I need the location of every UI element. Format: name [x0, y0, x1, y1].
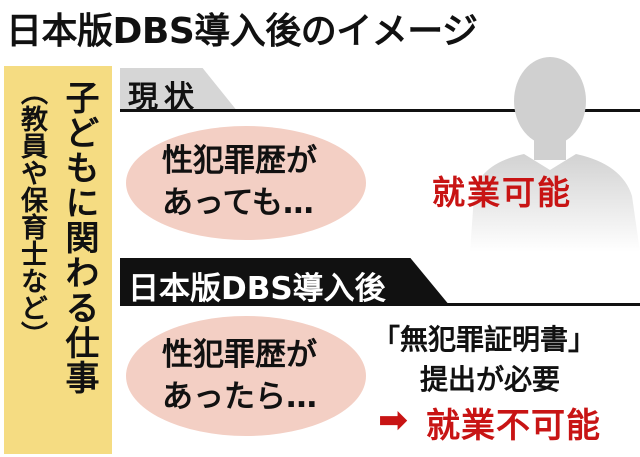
person-silhouette-icon	[470, 57, 640, 252]
ellipse-after-line2: あったら…	[162, 379, 317, 415]
ellipse-current-line2: あっても…	[162, 185, 314, 221]
tab-after: 日本版DBS導入後	[120, 258, 450, 306]
tab-current-label: 現状	[128, 80, 200, 115]
condition-ellipse-after	[126, 316, 366, 436]
requirement-line2: 提出が必要	[420, 363, 561, 396]
divider-after	[120, 303, 640, 306]
result-current: 就業可能	[432, 173, 572, 212]
ellipse-after-line1: 性犯罪歴が	[162, 337, 317, 373]
sidebar-panel: 子どもに関わる仕事 （教員や保育士など）	[4, 66, 112, 454]
tab-after-label: 日本版DBS導入後	[128, 271, 386, 307]
arrow-right-icon: ➡	[378, 400, 409, 441]
result-after: 就業不可能	[426, 406, 601, 446]
sidebar-main-label: 子どもに関わる仕事	[59, 80, 99, 395]
ellipse-current-line1: 性犯罪歴が	[162, 143, 317, 179]
divider-current	[120, 109, 640, 112]
page-title: 日本版DBS導入後のイメージ	[6, 11, 478, 52]
requirement-line1: 「無犯罪証明書」	[372, 323, 597, 356]
tab-current: 現状	[120, 68, 238, 112]
condition-ellipse-current	[126, 126, 366, 240]
sidebar-sub-label: （教員や保育士など）	[16, 78, 47, 348]
